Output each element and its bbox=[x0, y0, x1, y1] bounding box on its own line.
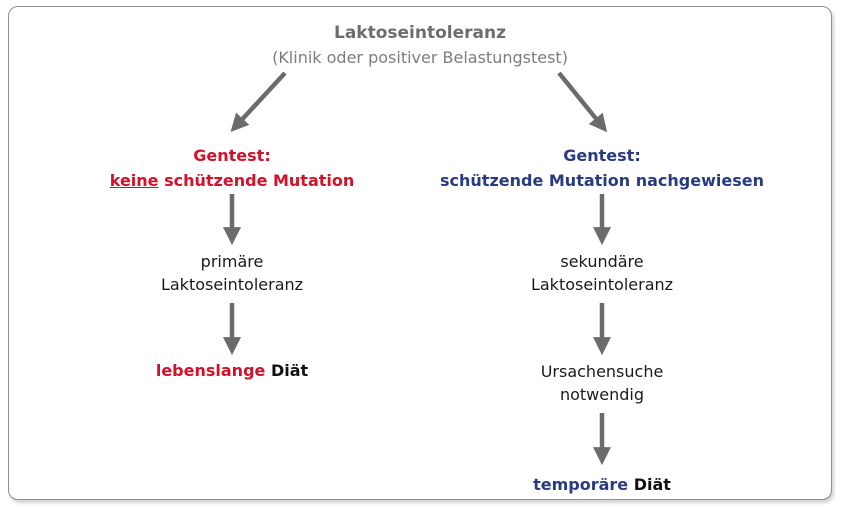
right-diagnosis-line2: Laktoseintoleranz bbox=[530, 275, 674, 294]
arrow-title-to-right bbox=[557, 71, 608, 133]
left-mutation-prefix: keine bbox=[109, 171, 159, 190]
diagram-subtitle: (Klinik oder positiver Belastungstest) bbox=[272, 48, 568, 67]
left-diet-word: Diät bbox=[270, 361, 309, 380]
right-search-line2: notwendig bbox=[559, 385, 645, 404]
right-mutation-line: schützende Mutation nachgewiesen bbox=[440, 171, 764, 190]
left-diagnosis: primäre Laktoseintoleranz bbox=[161, 250, 303, 296]
right-gentest-label: Gentest: bbox=[563, 146, 641, 165]
right-diet-word: Diät bbox=[633, 475, 671, 494]
left-diagnosis-line2: Laktoseintoleranz bbox=[160, 275, 304, 294]
right-diagnosis-line1: sekundäre bbox=[560, 252, 644, 271]
right-cause-search: Ursachensuche notwendig bbox=[541, 360, 664, 406]
right-diagnosis: sekundäre Laktoseintoleranz bbox=[531, 250, 673, 296]
arrow-title-to-left bbox=[230, 71, 287, 132]
left-gentest-label: Gentest: bbox=[193, 146, 271, 165]
diagram-frame bbox=[8, 6, 832, 500]
diagram-title: Laktoseintoleranz bbox=[333, 23, 507, 43]
left-mutation-rest: schützende Mutation bbox=[164, 171, 355, 190]
right-search-line1: Ursachensuche bbox=[540, 362, 664, 381]
left-diet-prefix: lebenslange bbox=[155, 361, 266, 380]
left-diagnosis-line1: primäre bbox=[200, 252, 264, 271]
right-diet-prefix: temporäre bbox=[533, 475, 629, 494]
left-diet: lebenslange Diät bbox=[156, 361, 308, 380]
left-mutation-line: keine schützende Mutation bbox=[110, 171, 355, 190]
right-diet: temporäre Diät bbox=[533, 475, 671, 494]
